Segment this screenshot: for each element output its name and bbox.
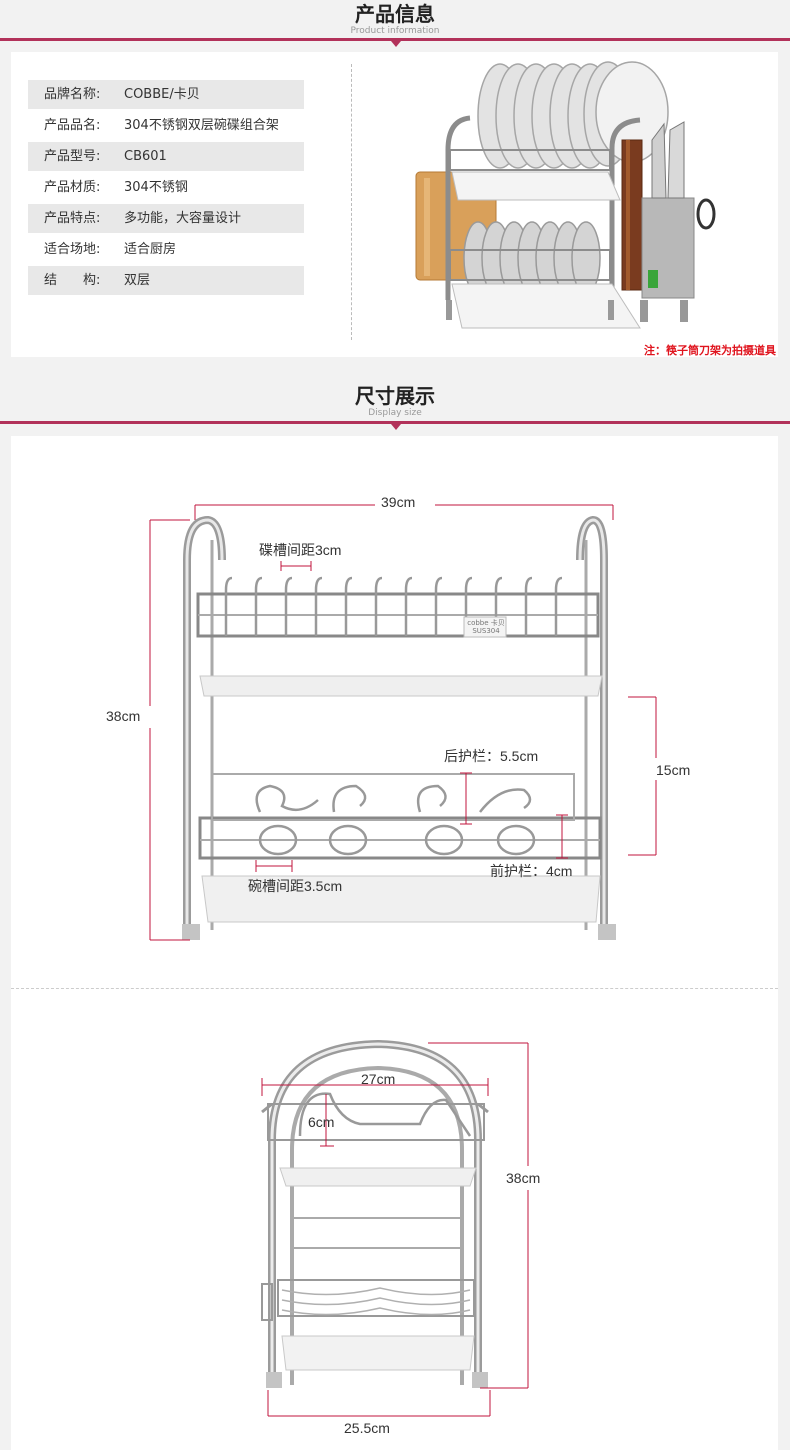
header-divider (0, 38, 790, 41)
front-height-label: 38cm (106, 708, 141, 724)
spec-label: 适合场地: (44, 242, 101, 257)
bowl-spacing-label: 碗槽间距3.5cm (248, 878, 343, 894)
section-subtitle: Display size (368, 408, 422, 418)
spec-value: COBBE/卡贝 (124, 87, 200, 102)
header-pointer (391, 41, 401, 47)
spec-row: 产品特点: 多功能，大容量设计 (28, 204, 304, 233)
spec-label: 产品材质: (44, 180, 101, 195)
spec-value: 双层 (124, 273, 151, 288)
view-divider (11, 988, 778, 989)
front-guard-label: 前护栏：4cm (490, 863, 573, 879)
spec-row: 产品品名: 304不锈钢双层碗碟组合架 (28, 111, 304, 140)
header-divider (0, 421, 790, 424)
dish-spacing-label: 碟槽间距3cm (259, 542, 342, 558)
spec-label: 产品特点: (44, 211, 101, 226)
section-title: 产品信息 (355, 2, 435, 26)
rear-guard-label: 后护栏：5.5cm (444, 748, 539, 764)
side-base-width-label: 25.5cm (344, 1420, 390, 1436)
spec-label: 产品品名: (44, 118, 101, 133)
side-height-label: 38cm (506, 1170, 541, 1186)
layer-gap-label: 15cm (656, 762, 691, 778)
display-size-header: 尺寸展示 Display size (0, 384, 790, 418)
spec-value: 304不锈钢 (124, 180, 188, 195)
badge-model: SUS304 (472, 627, 500, 635)
spec-value: 304不锈钢双层碗碟组合架 (124, 118, 279, 133)
side-top-width-label: 27cm (361, 1071, 396, 1087)
photo-note: 注：筷子筒刀架为拍摄道具 (644, 344, 776, 357)
spec-label: 结 构: (44, 273, 101, 288)
spec-value: CB601 (124, 149, 167, 164)
header-pointer (391, 424, 401, 430)
product-info-header: 产品信息 Product information (0, 2, 790, 36)
product-photo (415, 61, 716, 329)
section-subtitle: Product information (350, 26, 440, 36)
spec-value: 适合厨房 (124, 242, 177, 257)
spec-row: 产品材质: 304不锈钢 (28, 173, 304, 202)
section-title: 尺寸展示 (355, 384, 435, 408)
spec-row: 适合场地: 适合厨房 (28, 235, 304, 264)
spec-label: 品牌名称: (44, 87, 101, 102)
side-top-depth-label: 6cm (308, 1114, 335, 1130)
panel-divider (351, 64, 352, 340)
spec-row: 品牌名称: COBBE/卡贝 (28, 80, 304, 109)
spec-row: 结 构: 双层 (28, 266, 304, 295)
brand-badge: cobbe 卡贝 SUS304 (466, 619, 506, 635)
spec-row: 产品型号: CB601 (28, 142, 304, 171)
front-width-label: 39cm (381, 494, 416, 510)
spec-label: 产品型号: (44, 149, 101, 164)
spec-value: 多功能，大容量设计 (124, 211, 242, 226)
badge-brand: cobbe 卡贝 (467, 619, 505, 627)
